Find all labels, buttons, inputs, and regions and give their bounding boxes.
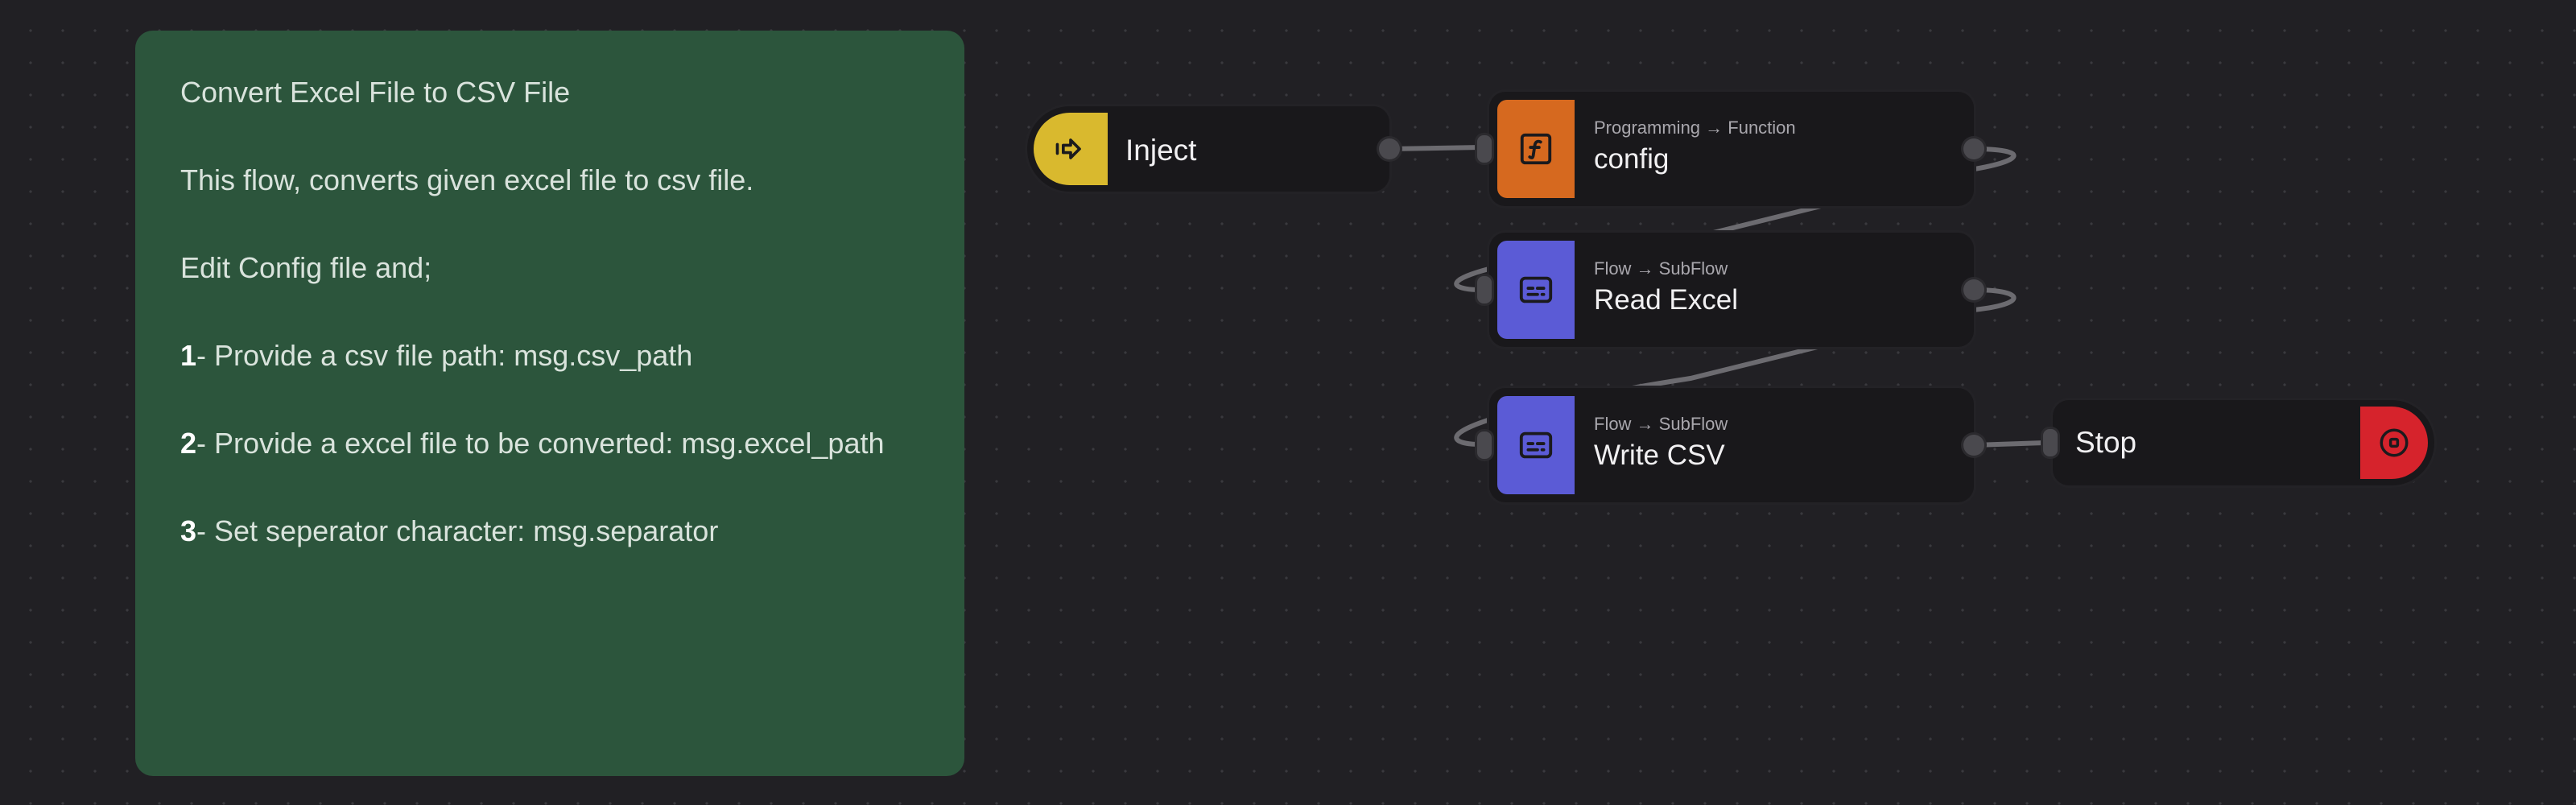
subflow-icon-block — [1497, 241, 1575, 339]
step-number: 3 — [180, 514, 197, 547]
comment-description: This flow, converts given excel file to … — [180, 163, 754, 196]
node-write-csv[interactable]: Flow → SubFlow Write CSV — [1477, 388, 1984, 502]
subflow-icon — [1519, 431, 1553, 459]
step-text: - Provide a excel file to be converted: … — [196, 427, 885, 460]
step-number: 2 — [180, 427, 197, 460]
output-port[interactable] — [1963, 138, 1984, 159]
function-icon — [1520, 133, 1552, 165]
step-number: 1 — [180, 339, 197, 372]
comment-title: Convert Excel File to CSV File — [180, 76, 571, 109]
output-port[interactable] — [1963, 435, 1984, 456]
node-stop[interactable]: Stop — [2043, 400, 2434, 485]
comment-instruction: Edit Config file and; — [180, 251, 432, 284]
subflow-icon-block — [1497, 396, 1575, 494]
node-category: Flow → SubFlow — [1594, 258, 1728, 279]
inject-icon-block — [1034, 113, 1108, 185]
node-inject[interactable]: Inject — [1027, 106, 1400, 192]
input-port[interactable] — [1477, 431, 1492, 459]
stop-icon-block — [2360, 407, 2428, 479]
step-text: - Provide a csv file path: msg.csv_path — [196, 339, 693, 372]
node-category: Flow → SubFlow — [1594, 414, 1728, 434]
wire-write-csv-stop — [1971, 440, 2047, 448]
stop-circle-icon — [2380, 428, 2409, 457]
function-icon-block — [1497, 100, 1575, 198]
comment-step-2: 2- Provide a excel file to be converted:… — [180, 427, 919, 460]
comment-step-1: 1- Provide a csv file path: msg.csv_path — [180, 339, 919, 373]
output-port[interactable] — [1963, 279, 1984, 300]
input-port[interactable] — [1477, 135, 1492, 163]
comment-note[interactable]: Convert Excel File to CSV File This flow… — [135, 31, 964, 776]
output-port[interactable] — [1379, 138, 1400, 159]
node-label: Stop — [2075, 426, 2137, 459]
node-label: Read Excel — [1594, 284, 1738, 316]
node-category: Programming → Function — [1594, 118, 1796, 138]
node-read-excel[interactable]: Flow → SubFlow Read Excel — [1477, 233, 1984, 347]
node-label: config — [1594, 143, 1670, 175]
input-port[interactable] — [1477, 276, 1492, 303]
comment-step-3: 3- Set seperator character: msg.separato… — [180, 514, 919, 548]
inject-arrow-icon — [1055, 138, 1081, 159]
input-port[interactable] — [2043, 429, 2058, 456]
node-label: Inject — [1125, 134, 1197, 167]
step-text: - Set seperator character: msg.separator — [196, 514, 719, 547]
wire-inject-config — [1387, 145, 1484, 151]
subflow-icon — [1519, 276, 1553, 303]
node-config[interactable]: Programming → Function config — [1477, 92, 1984, 206]
node-label: Write CSV — [1594, 440, 1725, 471]
